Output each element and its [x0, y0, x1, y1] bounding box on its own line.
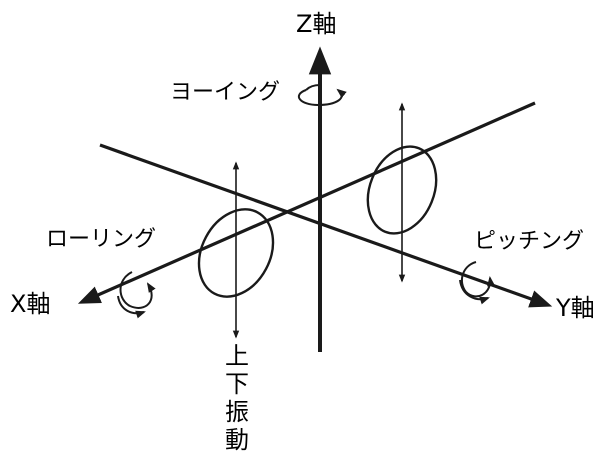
yawing-label: ヨーイング	[170, 80, 281, 105]
y-axis-line	[99, 143, 553, 308]
pitching-rotation-arrow-lower	[459, 279, 490, 305]
vertical-vibration-label: 上下振動	[225, 342, 249, 454]
y-axis-label: Y軸	[556, 294, 595, 322]
rolling-disk-ellipse	[197, 208, 275, 298]
rolling-rotation-arrow	[119, 271, 156, 309]
yawing-rotation-arrow-tail	[305, 84, 321, 91]
x-axis-label: X軸	[10, 290, 51, 318]
yawing-rotation-arrow	[297, 88, 347, 107]
x-axis-line	[77, 101, 536, 304]
z-axis-label: Z軸	[296, 10, 337, 38]
rolling-rotation-arrow-lower	[117, 295, 146, 319]
pitching-label: ピッチング	[474, 229, 585, 254]
rolling-label: ローリング	[46, 227, 157, 252]
pitching-disk-ellipse	[366, 145, 438, 235]
